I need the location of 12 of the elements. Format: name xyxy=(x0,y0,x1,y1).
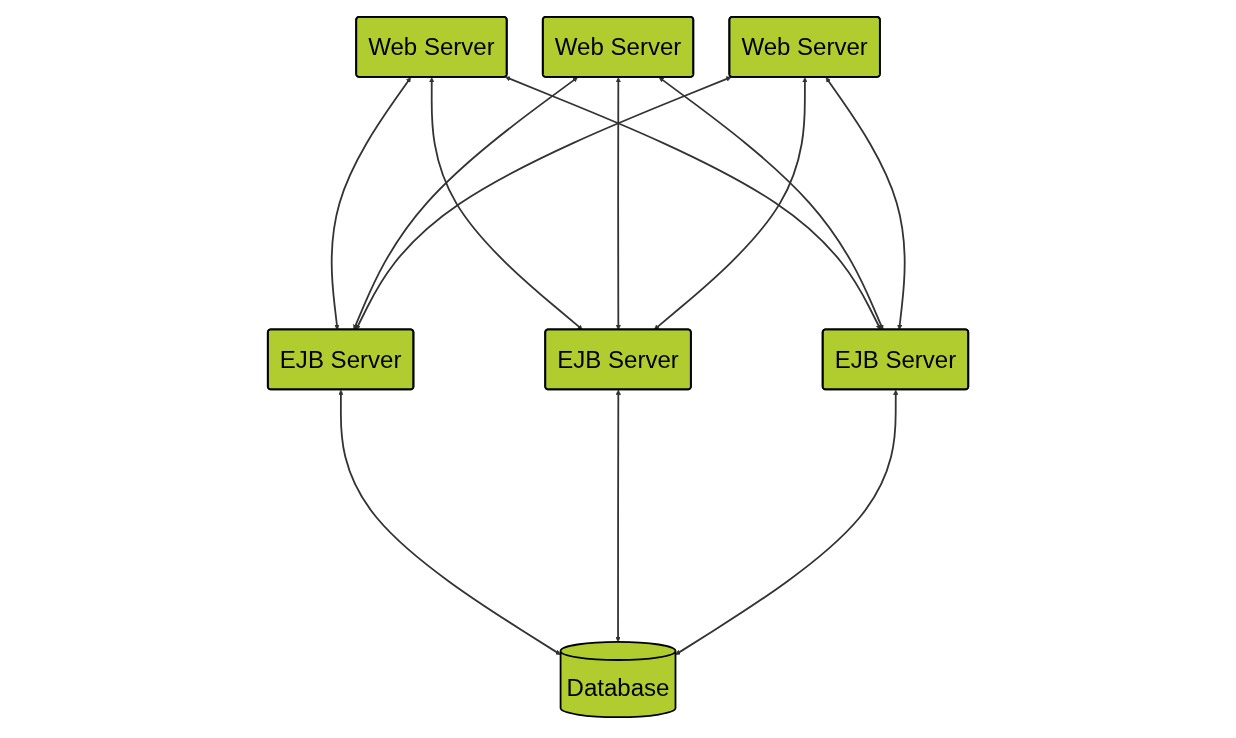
arrow xyxy=(653,77,808,330)
arrow xyxy=(355,76,732,330)
arrow xyxy=(353,77,578,330)
arrow xyxy=(615,77,621,330)
arrow xyxy=(505,76,881,330)
arrow xyxy=(675,389,899,655)
arrow xyxy=(338,389,561,655)
arrow xyxy=(429,77,583,330)
arrow xyxy=(330,77,411,330)
arrow xyxy=(658,77,884,330)
arrow xyxy=(825,77,906,330)
arrow xyxy=(615,389,621,643)
